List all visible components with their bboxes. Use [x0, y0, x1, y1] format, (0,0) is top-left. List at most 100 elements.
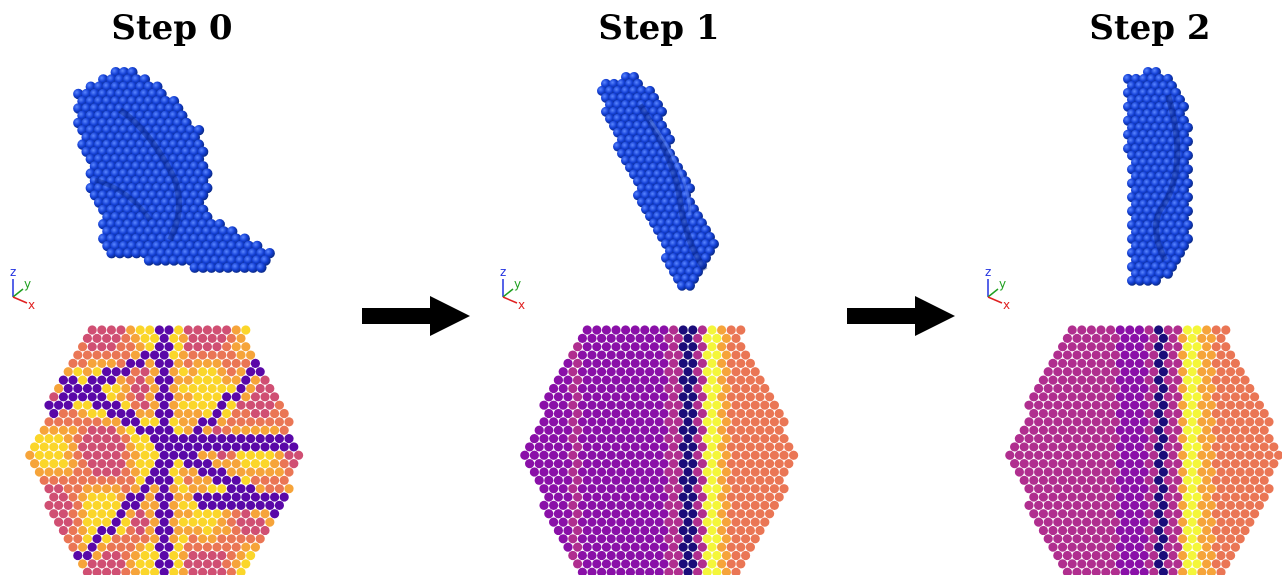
lattice-site [1168, 467, 1178, 477]
lattice-site [529, 467, 539, 477]
atom-sphere [152, 255, 163, 266]
lattice-site [683, 383, 693, 394]
lattice-site [135, 542, 145, 552]
lattice-site [731, 550, 741, 561]
lattice-site [1202, 358, 1212, 369]
lattice-site [712, 534, 722, 544]
lattice-site [250, 525, 260, 536]
lattice-site [1168, 484, 1178, 494]
lattice-site [97, 408, 107, 419]
lattice-site [217, 333, 227, 343]
atom-sphere [131, 247, 142, 259]
lattice-site [150, 567, 160, 575]
lattice-site [193, 442, 203, 452]
lattice-site [58, 408, 68, 419]
lattice-site [1139, 517, 1149, 527]
lattice-site [250, 542, 260, 552]
lattice-site [582, 492, 592, 502]
lattice-site [693, 567, 703, 575]
lattice-site [1250, 442, 1260, 452]
lattice-site [1110, 550, 1120, 561]
lattice-site [236, 550, 246, 561]
lattice-site [154, 459, 164, 469]
lattice-site [1115, 358, 1125, 369]
lattice-site [135, 442, 145, 452]
lattice-site [1216, 350, 1226, 360]
lattice-site [226, 350, 236, 360]
lattice-site [678, 475, 688, 485]
lattice-site [1197, 433, 1207, 444]
lattice-site [193, 392, 203, 402]
lattice-site [635, 550, 645, 561]
lattice-site [683, 467, 693, 477]
lattice-site [664, 567, 674, 575]
lattice-site [78, 375, 88, 385]
lattice-site [169, 534, 179, 544]
lattice-site [1034, 500, 1044, 510]
lattice-site [241, 375, 251, 385]
lattice-site [745, 459, 755, 469]
lattice-site [217, 383, 227, 394]
lattice-site [1158, 550, 1168, 561]
lattice-site [1034, 467, 1044, 477]
lattice-site [1067, 509, 1077, 519]
lattice-site [1130, 333, 1140, 343]
lattice-site [1226, 400, 1236, 410]
atom-sphere [1127, 275, 1137, 286]
lattice-site [279, 442, 289, 452]
lattice-site [212, 492, 222, 502]
lattice-site [1082, 567, 1092, 575]
lattice-site [683, 417, 693, 427]
lattice-site [1182, 475, 1192, 485]
lattice-site [1110, 350, 1120, 360]
lattice-site [279, 408, 289, 419]
lattice-site [1043, 467, 1053, 477]
lattice-site [726, 475, 736, 485]
lattice-site [1202, 525, 1212, 536]
lattice-site [58, 459, 68, 469]
lattice-site [255, 534, 265, 544]
lattice-site [1120, 500, 1130, 510]
lattice-site [779, 450, 789, 460]
lattice-site [1211, 459, 1221, 469]
lattice-site [582, 392, 592, 402]
lattice-site [1250, 492, 1260, 502]
lattice-site [1206, 500, 1216, 510]
lattice-site [111, 467, 121, 477]
lattice-site [707, 475, 717, 485]
lattice-site [116, 342, 126, 352]
lattice-site [202, 442, 212, 452]
lattice-site [1134, 375, 1144, 385]
lattice-site [1062, 333, 1072, 343]
lattice-site [731, 517, 741, 527]
lattice-site [616, 400, 626, 410]
lattice-site [769, 500, 779, 510]
lattice-site [1221, 342, 1231, 352]
lattice-site [1134, 442, 1144, 452]
lattice-site [1106, 325, 1116, 335]
lattice-site [640, 408, 650, 419]
lattice-site [654, 417, 664, 427]
lattice-site [126, 392, 136, 402]
lattice-site [1240, 392, 1250, 402]
lattice-site [563, 375, 573, 385]
lattice-site [1115, 509, 1125, 519]
lattice-site [1101, 367, 1111, 377]
lattice-site [174, 559, 184, 569]
lattice-site [135, 375, 145, 385]
lattice-site [102, 400, 112, 410]
lattice-site [1221, 525, 1231, 536]
lattice-site [87, 325, 97, 335]
lattice-site [601, 358, 611, 369]
lattice-site [673, 383, 683, 394]
lattice-site [697, 509, 707, 519]
lattice-site [611, 559, 621, 569]
lattice-site [270, 475, 280, 485]
lattice-site [270, 392, 280, 402]
y-axis-label: y [999, 277, 1006, 291]
lattice-site [1043, 433, 1053, 444]
lattice-site [202, 542, 212, 552]
atom-sphere [114, 247, 126, 259]
lattice-site [1221, 358, 1231, 369]
lattice-site [1211, 325, 1221, 335]
